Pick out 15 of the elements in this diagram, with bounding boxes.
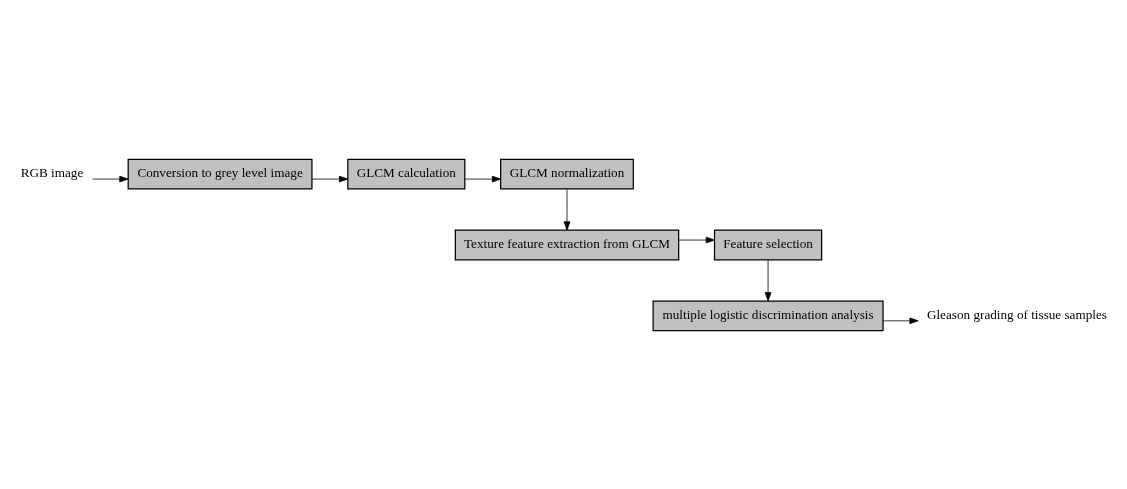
node-box: GLCM normalization xyxy=(500,158,634,190)
arrow xyxy=(311,175,349,182)
node-box: GLCM calculation xyxy=(347,158,466,190)
node-text: Gleason grading of tissue samples xyxy=(926,306,1107,322)
arrow xyxy=(92,175,129,182)
node-text: RGB image xyxy=(20,164,84,180)
arrow xyxy=(764,259,772,301)
arrow xyxy=(563,188,571,230)
arrow xyxy=(882,317,919,324)
node-box: Texture feature extraction from GLCM xyxy=(454,229,680,260)
node-box: Conversion to grey level image xyxy=(127,158,313,190)
node-box: multiple logistic discrimination analysis xyxy=(652,299,884,331)
arrow xyxy=(464,175,501,182)
arrow xyxy=(678,236,715,243)
node-box: Feature selection xyxy=(713,229,823,260)
